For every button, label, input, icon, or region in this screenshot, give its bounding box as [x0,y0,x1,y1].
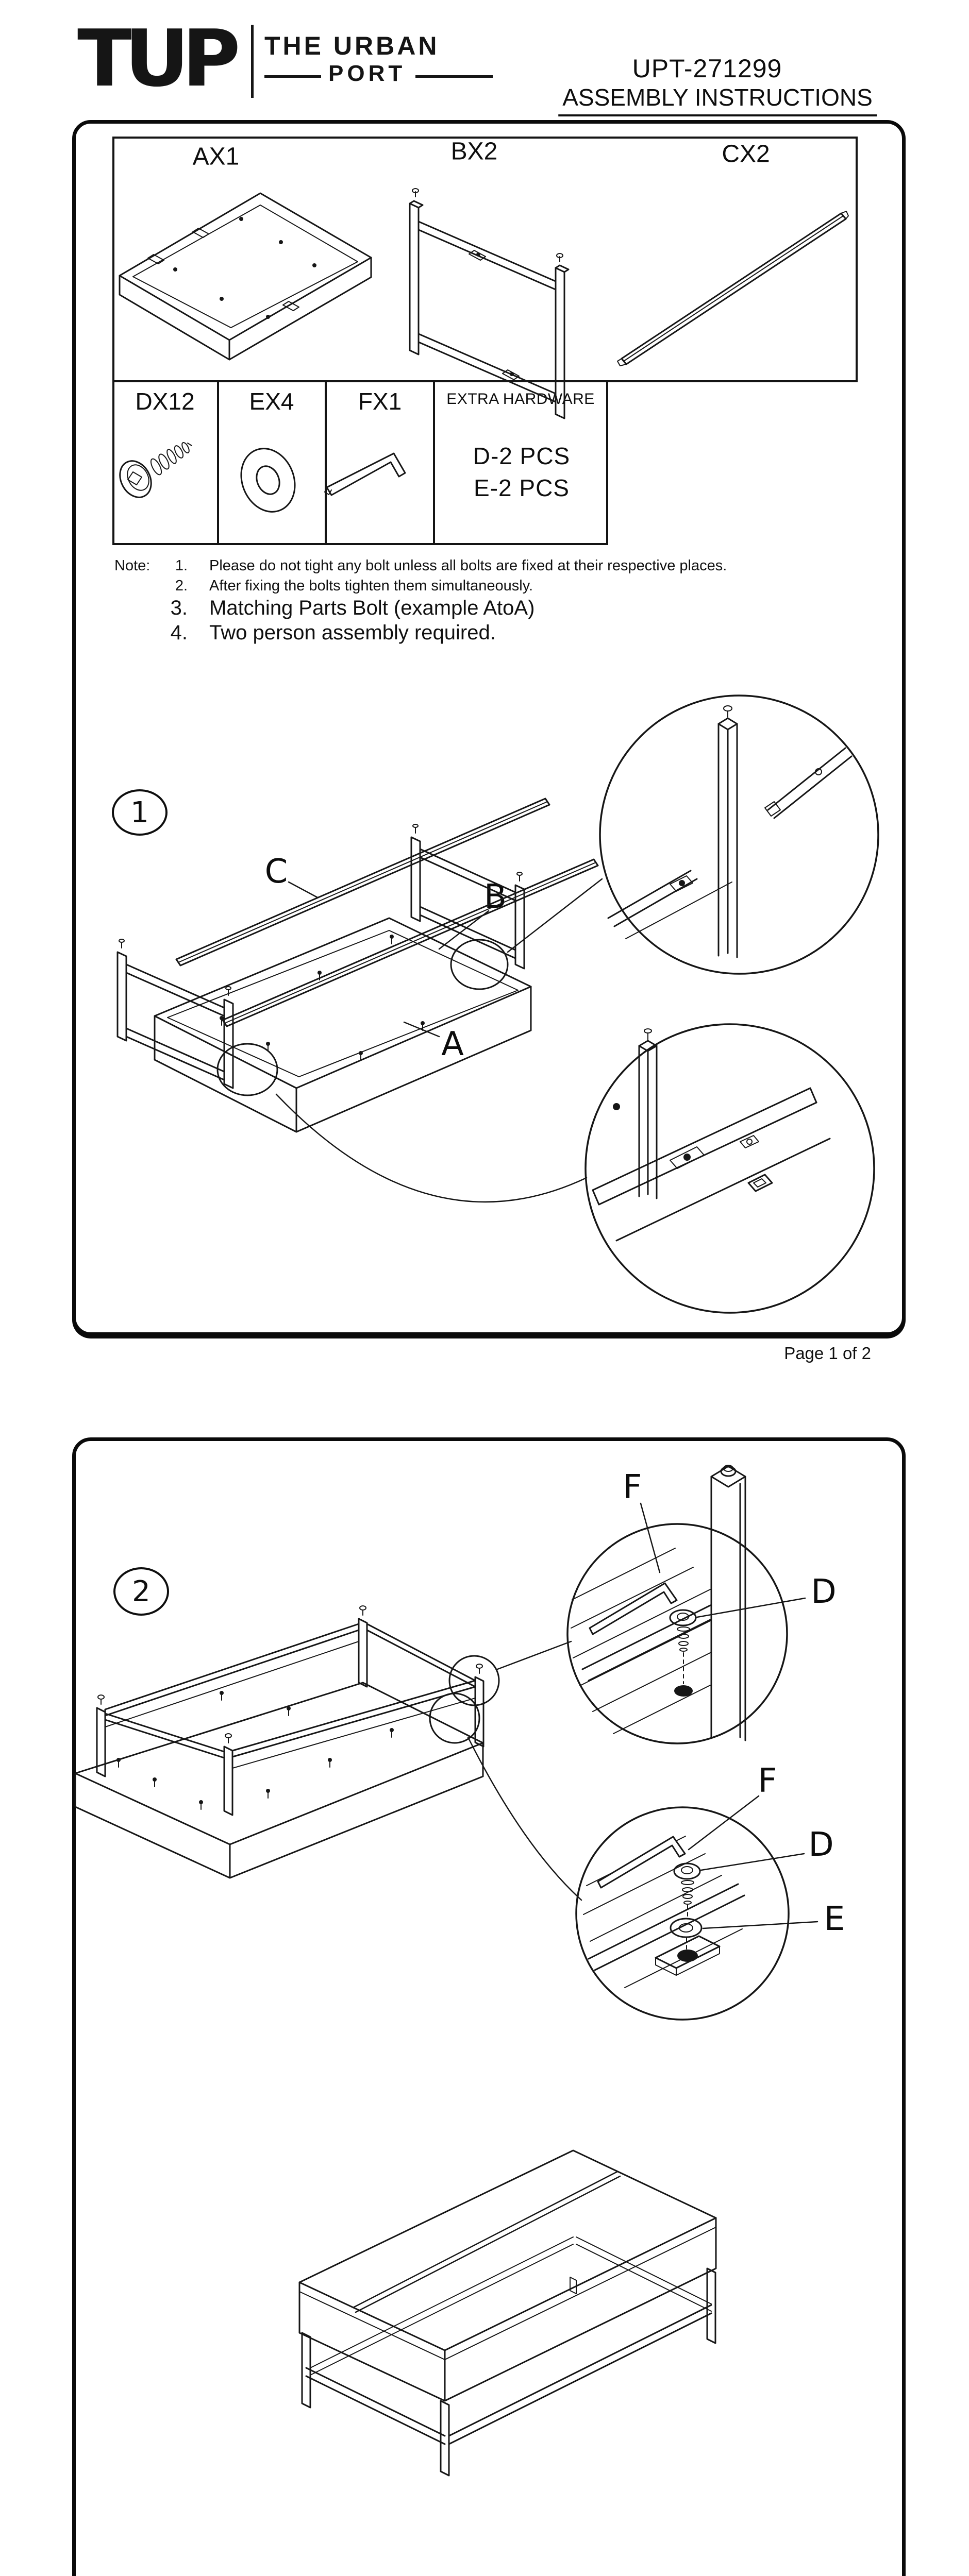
hardware-divider-2 [325,382,327,543]
extra-hardware-line-d: D-2 PCS [473,443,571,469]
part-label-bx2: BX2 [450,138,498,165]
header: TUP [77,13,241,104]
note-1-number: 1. [175,557,188,574]
step1-number-badge: 1 [112,789,168,836]
note-2-number: 2. [175,578,188,594]
step2-label-f-top: F [623,1468,642,1506]
extra-hardware-title: EXTRA HARDWARE [446,391,595,408]
extra-hardware-line-e: E-2 PCS [474,474,570,501]
step2-label-f-bottom: F [758,1762,777,1800]
note-3-number: 3. [170,597,188,619]
parts-box [112,137,858,382]
note-4-number: 4. [170,621,188,644]
product-code: UPT-271299 [632,54,782,83]
brand-dash-left [264,75,321,78]
step2-label-e: E [824,1900,845,1938]
note-2-text: After fixing the bolts tighten them simu… [209,578,533,594]
hardware-label-dx12: DX12 [135,388,195,415]
note-item-3: 3. Matching Parts Bolt (example AtoA) [164,597,535,620]
hardware-label-ex4: EX4 [249,388,294,415]
step1-label-a: A [441,1025,464,1063]
step1-number: 1 [130,795,149,829]
note-3-text: Matching Parts Bolt (example AtoA) [209,597,535,619]
note-item-1: 1. Please do not tight any bolt unless a… [164,557,727,574]
tup-logo: TUP [77,13,241,104]
part-label-cx2: CX2 [722,140,770,168]
part-label-ax1: AX1 [192,143,240,171]
note-4-text: Two person assembly required. [209,621,496,644]
step2-label-d-top: D [811,1573,837,1611]
note-item-2: 2. After fixing the bolts tighten them s… [164,578,533,595]
hardware-divider-3 [433,382,435,543]
hardware-label-fx1: FX1 [358,388,402,415]
brand-dash-right [415,75,493,78]
note-1-text: Please do not tight any bolt unless all … [209,557,727,574]
brand-name-port: PORT [328,61,406,86]
page1-footer: Page 1 of 2 [784,1344,871,1363]
brand-name: THE URBAN [264,31,440,60]
step2-number-badge: 2 [113,1567,169,1616]
step1-label-c: C [264,853,288,891]
page2-frame [72,1437,906,2576]
document-title: ASSEMBLY INSTRUCTIONS [558,83,877,116]
step2-label-d-bottom: D [808,1826,834,1864]
note-item-4: 4. Two person assembly required. [164,621,496,645]
hardware-divider-1 [217,382,219,543]
step2-number: 2 [132,1574,151,1608]
logo-divider [251,25,254,98]
notes-heading: Note: [114,557,151,574]
step1-label-b: B [484,878,507,916]
